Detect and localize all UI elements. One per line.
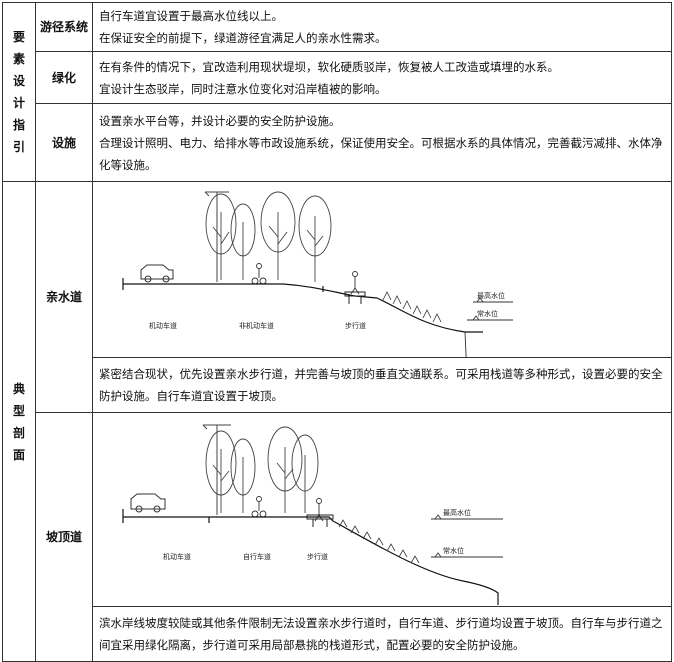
street-light-icon	[204, 191, 229, 282]
ground-line	[122, 278, 483, 333]
pedestrian-icon	[314, 498, 324, 522]
section-figure-waterfront: 最高水位 常水位 机动车道 非机动车道 步行道	[92, 181, 672, 358]
shrub-icon	[382, 291, 442, 323]
tree-icon	[298, 195, 332, 282]
tree-icon	[205, 430, 237, 513]
table-row: 典 型 剖 面 亲水道	[2, 181, 672, 662]
water-level-normal	[431, 552, 503, 558]
tree-icon	[291, 434, 319, 513]
tree-icon	[230, 203, 256, 280]
table-row: 绿化 在有条件的情况下，宜改造利用现状堤坝，软化硬质驳岸，恢复被人工改造或填埋的…	[3, 51, 672, 104]
water-level-high	[431, 514, 503, 520]
item-label: 游径系统	[35, 2, 93, 52]
boardwalk-icon	[306, 514, 334, 527]
item-label: 绿化	[35, 51, 93, 104]
platform-icon	[344, 291, 366, 304]
tree-icon	[267, 426, 303, 513]
cyclist-icon	[251, 496, 267, 518]
category-typical-section: 典 型 剖 面	[2, 181, 36, 662]
ground-line	[122, 509, 499, 605]
item-description: 设置亲水平台等，并设计必要的安全防护设施。 合理设计照明、电力、给排水等市政设施…	[92, 103, 672, 182]
shrub-icon	[338, 519, 420, 564]
tree-icon	[205, 193, 237, 280]
category-design-guide: 要 素 设 计 指 引	[2, 2, 36, 182]
water-level-normal-label: 常水位	[443, 546, 464, 555]
pedestrian-icon	[350, 271, 360, 295]
table-row: 设施 设置亲水平台等，并设计必要的安全防护设施。 合理设计照明、电力、给排水等市…	[3, 103, 672, 182]
section-description: 紧密结合现状，优先设置亲水步行道，并完善与坡顶的垂直交通联系。可采用栈道等多种形…	[92, 357, 672, 413]
cyclist-icon	[251, 263, 267, 285]
lane-label-motorway: 机动车道	[149, 321, 177, 330]
section-drawing: 最高水位 常水位 机动车道 自行车道 步行道	[122, 424, 503, 605]
water-level-high-label: 最高水位	[477, 291, 505, 300]
item-description: 自行车道宜设置于最高水位线以上。 在保证安全的前提下，绿道游径宜满足人的亲水性需…	[92, 2, 672, 52]
table-row: 滨水岸线坡度较陡或其他条件限制无法设置亲水步行道时，自行车道、步行道均设置于坡顶…	[3, 606, 672, 662]
lane-label-motorway: 机动车道	[163, 552, 191, 561]
item-description: 在有条件的情况下，宜改造利用现状堤坝，软化硬质驳岸，恢复被人工改造或填埋的水系。…	[92, 51, 672, 104]
lane-label-bike: 自行车道	[243, 552, 271, 561]
table-row: 坡顶道	[3, 412, 672, 662]
table-row: 紧密结合现状，优先设置亲水步行道，并完善与坡顶的垂直交通联系。可采用栈道等多种形…	[3, 357, 672, 413]
lane-label-non-motor: 非机动车道	[239, 321, 274, 330]
section-figure-hilltop: 最高水位 常水位 机动车道 自行车道 步行道	[92, 412, 672, 607]
car-icon	[140, 264, 174, 283]
section-description: 滨水岸线坡度较陡或其他条件限制无法设置亲水步行道时，自行车道、步行道均设置于坡顶…	[92, 606, 672, 662]
water-level-normal	[467, 315, 513, 321]
water-level-normal-label: 常水位	[477, 309, 498, 318]
item-label: 坡顶道	[35, 412, 93, 662]
water-level-high-label: 最高水位	[443, 508, 471, 517]
table-row: 要 素 设 计 指 引 游径系统 自行车道宜设置于最高水位线以上。 在保证安全的…	[2, 2, 672, 182]
tree-icon	[260, 191, 296, 280]
section-drawing: 最高水位 常水位 机动车道 非机动车道 步行道	[122, 191, 513, 357]
water-level-high	[464, 297, 513, 357]
car-icon	[130, 493, 166, 513]
lane-label-footpath: 步行道	[307, 552, 328, 561]
lane-label-footpath: 步行道	[345, 321, 366, 330]
item-label: 亲水道	[35, 181, 93, 413]
item-label: 设施	[35, 103, 93, 182]
tree-icon	[230, 438, 256, 513]
